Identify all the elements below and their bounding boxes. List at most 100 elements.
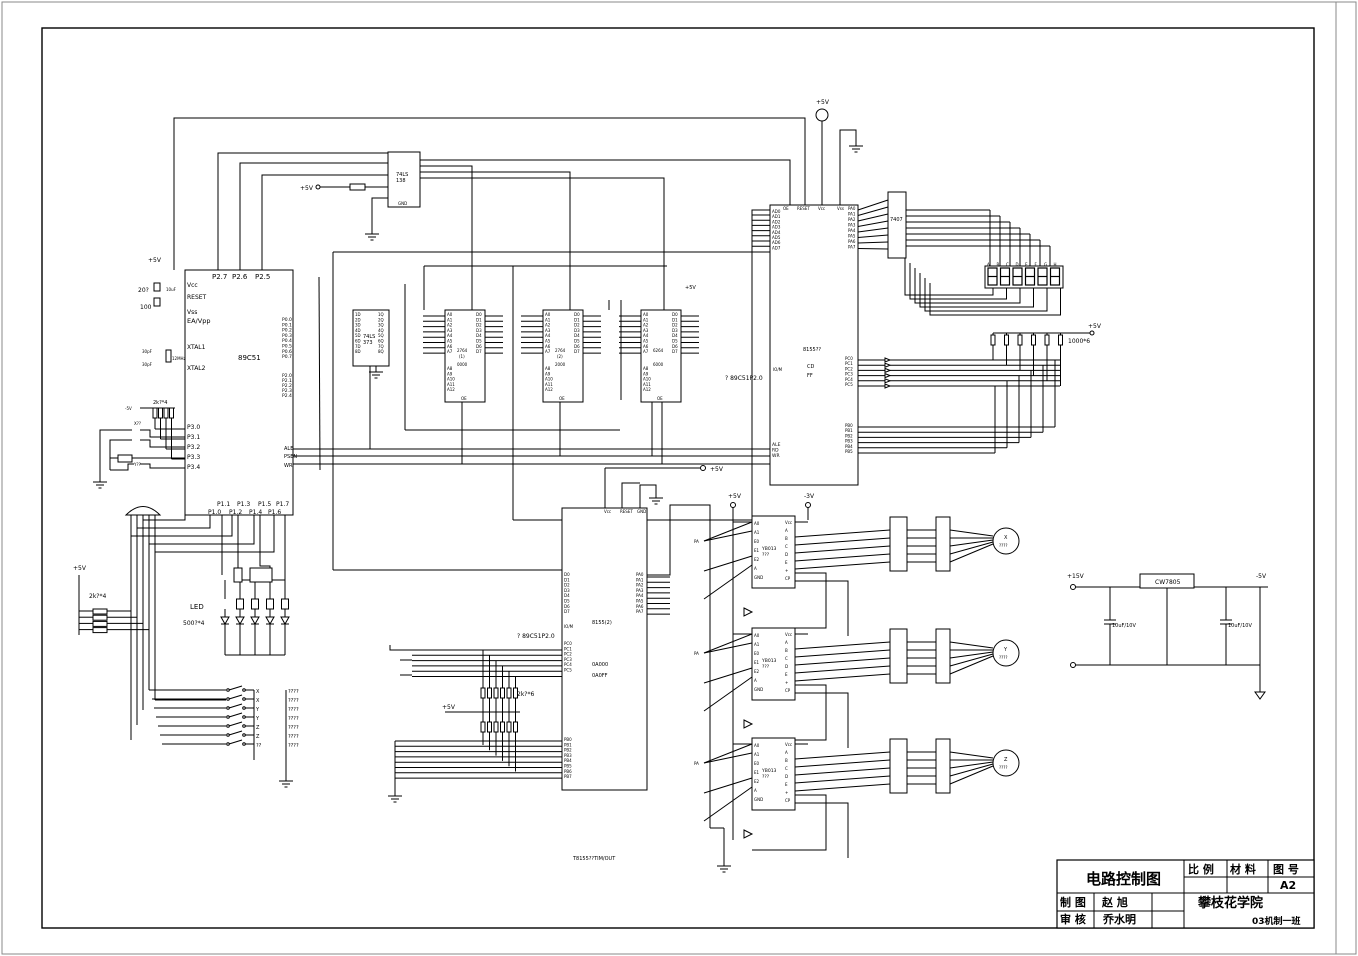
driver-pin-label: A0 [754, 633, 760, 638]
buffer-7407: 7407 [887, 191, 907, 259]
driver-pin-label: B [785, 536, 788, 541]
power-driver-block [935, 516, 951, 572]
memory-pin-d: D6 [672, 344, 678, 349]
wire [140, 429, 185, 438]
mcu-pin-vcc: Vcc [187, 282, 198, 289]
driver-pin-label: + [785, 568, 788, 573]
wire [857, 241, 889, 244]
8155a-pin-ad: AD4 [772, 230, 781, 235]
memory-pin-d: D4 [476, 333, 482, 338]
wire [949, 655, 994, 675]
driver-sub: ??? [762, 552, 770, 558]
decoder-gnd: GND [398, 201, 407, 206]
memory-chip-body [444, 309, 486, 403]
title-block-scale-header: 比 例 [1188, 862, 1214, 876]
wire [949, 763, 994, 777]
wire [949, 641, 994, 649]
driver-pin-label: A1 [754, 752, 760, 757]
memory-pin-ahi: A12 [643, 387, 651, 392]
driver-pin-label: GND [754, 575, 763, 580]
mcu-pin-p0: P0.1 [282, 322, 292, 328]
pull-resistor [487, 687, 492, 699]
wire [794, 783, 891, 792]
mcu-pin-p25: P2.5 [255, 273, 270, 281]
limit-switch-note: ???? [288, 707, 299, 713]
led-icon [235, 616, 245, 626]
driver-pin-label: B [785, 758, 788, 763]
latch-pin-q: 7Q [378, 344, 384, 349]
mcu-pin-p2: P2.4 [282, 393, 292, 399]
memory-pin-a: A1 [545, 317, 551, 322]
latch-pin-q: 6Q [378, 339, 384, 344]
mcu-pin-vss: Vss [187, 309, 197, 316]
8155b-pin-io: IO/M [564, 624, 574, 629]
memory-pin-ahi: A11 [545, 382, 553, 387]
wire [794, 665, 891, 674]
driver-pin-label: D [785, 774, 788, 779]
title-block: 电路控制图 比 例 材 料 图 号 A2 制 图 赵 旭 审 核 乔水明 攀枝花… [1056, 859, 1315, 929]
switch-contact [226, 742, 230, 746]
mcu-pin-reset: RESET [187, 294, 207, 301]
mcu-pin-p0: P0.2 [282, 328, 292, 334]
8155a-pin-pa: PA1 [848, 212, 856, 217]
8155a-pin-pa: PA0 [848, 206, 856, 211]
memory-pin-d: D3 [476, 328, 482, 333]
buffer-icon [884, 378, 892, 384]
pullup-resistor [92, 614, 108, 621]
memory-pin-ahi: A12 [447, 387, 455, 392]
crystal-cap1-label: 30pF [142, 349, 153, 354]
8155a-pin-pc: PC4 [845, 377, 853, 382]
memory-pin-ahi: A9 [545, 371, 551, 376]
memory-pin-a: A6 [643, 344, 649, 349]
8155a-pin-ctrl: RD [772, 448, 779, 454]
8155b-pin-pc: PC1 [564, 646, 572, 651]
wire [949, 765, 994, 785]
chip-8155-b: 8155(2) 0A000 0A0FF ? 89C51P2.0 T8155??T… [517, 466, 724, 862]
switch-contact [226, 733, 230, 737]
8155a-pin-pa: PA5 [848, 234, 856, 239]
memory-chips: A0A1A2A3A4A5A6A7A8A9A10A11A12D0D1D2D3D4D… [444, 285, 696, 403]
mcu-port2-labels: P2.0P2.1P2.2P2.3P2.4 [282, 373, 292, 399]
mcu-pin-psen: PSEN [284, 454, 297, 460]
limit-switch-note: ???? [288, 716, 299, 722]
8155a-pin-ad: AD0 [772, 209, 781, 214]
memory-pin-ahi: A11 [643, 382, 651, 387]
switch-contact [226, 715, 230, 719]
memory-pin-a: A7 [643, 349, 649, 354]
8155b-vcc: Vcc [604, 509, 611, 514]
wire [155, 515, 275, 553]
mcu-pin-p16: P1.6 [268, 509, 281, 516]
8155a-name: 8155?? [803, 347, 821, 353]
8155a-pin-pc: PC5 [845, 382, 853, 387]
switch-contact [226, 697, 230, 701]
led-resistor [266, 598, 274, 610]
driver-name: YB013 [761, 546, 777, 552]
8155a-pin-ad: AD6 [772, 240, 781, 245]
mcu-pin-p0: P0.7 [282, 354, 292, 360]
8155b-pin-pb: PB1 [564, 742, 572, 747]
8155a-pin-pc: PC1 [845, 361, 853, 366]
8155b-pin-d: D0 [564, 572, 570, 577]
latch-pin-q: 8Q [378, 349, 384, 354]
mcu-pin-ea: EA/Vpp [187, 317, 210, 325]
mcu-pin-p17: P1.7 [276, 501, 289, 508]
memory-pin-d: D1 [574, 317, 580, 322]
wire [703, 777, 753, 794]
pull-resistor [500, 687, 505, 699]
buffer-name: 7407 [890, 217, 903, 223]
latch-pin-q: 3Q [378, 323, 384, 328]
pull-resistor [493, 687, 499, 699]
mcu-pin-p27: P2.7 [212, 273, 227, 281]
pullup-resistor [92, 608, 108, 615]
regulator-in-label: +15V [1067, 573, 1085, 580]
latch-pin-d: 4D [355, 328, 361, 333]
display-segment-label: B [997, 262, 1000, 267]
driver-port-label: PA [694, 761, 699, 766]
driver-pin-label: A [754, 788, 757, 793]
memory-pin-ahi: A10 [545, 377, 553, 382]
memory-pin-a: A7 [447, 349, 453, 354]
8155b-pin-pa: PA4 [636, 593, 644, 598]
crystal-cap2-label: 30pF [142, 362, 153, 367]
